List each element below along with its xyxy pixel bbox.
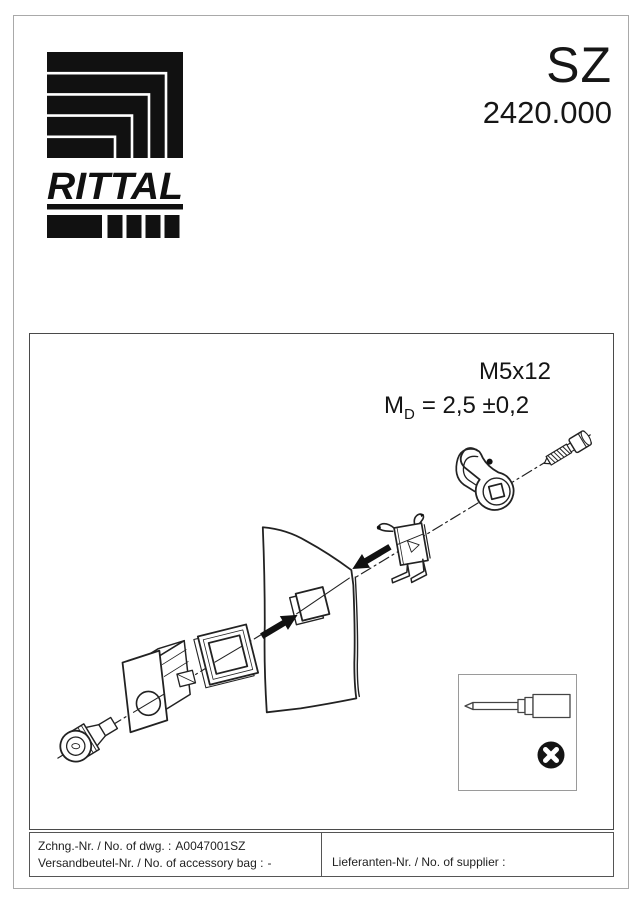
logo-pattern <box>47 52 183 158</box>
torque-symbol: M <box>384 392 404 419</box>
product-code: SZ 2420.000 <box>483 40 612 128</box>
spec-table-left-cell: Zchng.-Nr. / No. of dwg. :A0047001SZ Ver… <box>30 833 322 876</box>
insert-arrow-rear <box>352 544 392 570</box>
power-tool-warning-box <box>458 674 577 791</box>
supplier-label: Lieferanten-Nr. / No. of supplier : <box>332 854 506 869</box>
supplier-row: Lieferanten-Nr. / No. of supplier : <box>332 854 509 871</box>
drawing-number-value: A0047001SZ <box>175 839 246 853</box>
logo-bar <box>47 215 180 238</box>
tightening-torque-label: MD = 2,5 ±0,2 <box>384 392 529 423</box>
spec-table-right-cell: Lieferanten-Nr. / No. of supplier : <box>322 833 613 876</box>
rittal-logo: RITTAL <box>47 52 183 238</box>
screwdriver-icon <box>464 693 571 719</box>
seal-frame <box>193 623 260 689</box>
lock-knob <box>59 716 119 763</box>
screw-size-label: M5x12 <box>478 358 552 385</box>
logo-wordmark: RITTAL <box>47 166 183 208</box>
exploded-view <box>57 430 593 763</box>
enclosure-panel <box>261 526 360 714</box>
assembly-drawing-frame: M5x12 MD = 2,5 ±0,2 <box>29 333 614 830</box>
accessory-bag-row: Versandbeutel-Nr. / No. of accessory bag… <box>38 855 313 872</box>
drawing-number-label: Zchng.-Nr. / No. of dwg. : <box>38 839 172 853</box>
accessory-bag-label: Versandbeutel-Nr. / No. of accessory bag… <box>38 856 264 871</box>
torque-value: = 2,5 ±0,2 <box>421 392 530 419</box>
spring-clip <box>376 513 431 584</box>
product-model: 2420.000 <box>482 95 612 130</box>
spec-table: Zchng.-Nr. / No. of dwg. :A0047001SZ Ver… <box>29 832 614 877</box>
mounting-plate <box>121 649 169 734</box>
torque-subscript: D <box>404 405 415 423</box>
insert-arrow-front <box>260 614 298 639</box>
drawing-number-row: Zchng.-Nr. / No. of dwg. :A0047001SZ <box>38 838 313 855</box>
cam-latch <box>455 447 515 511</box>
page-border <box>13 15 629 889</box>
panel-cutout <box>288 577 350 626</box>
prohibition-icon <box>537 741 565 769</box>
logo-underline <box>47 204 183 210</box>
product-series: SZ <box>546 37 612 93</box>
accessory-bag-value: - <box>267 856 272 871</box>
fixing-screw <box>543 430 592 466</box>
